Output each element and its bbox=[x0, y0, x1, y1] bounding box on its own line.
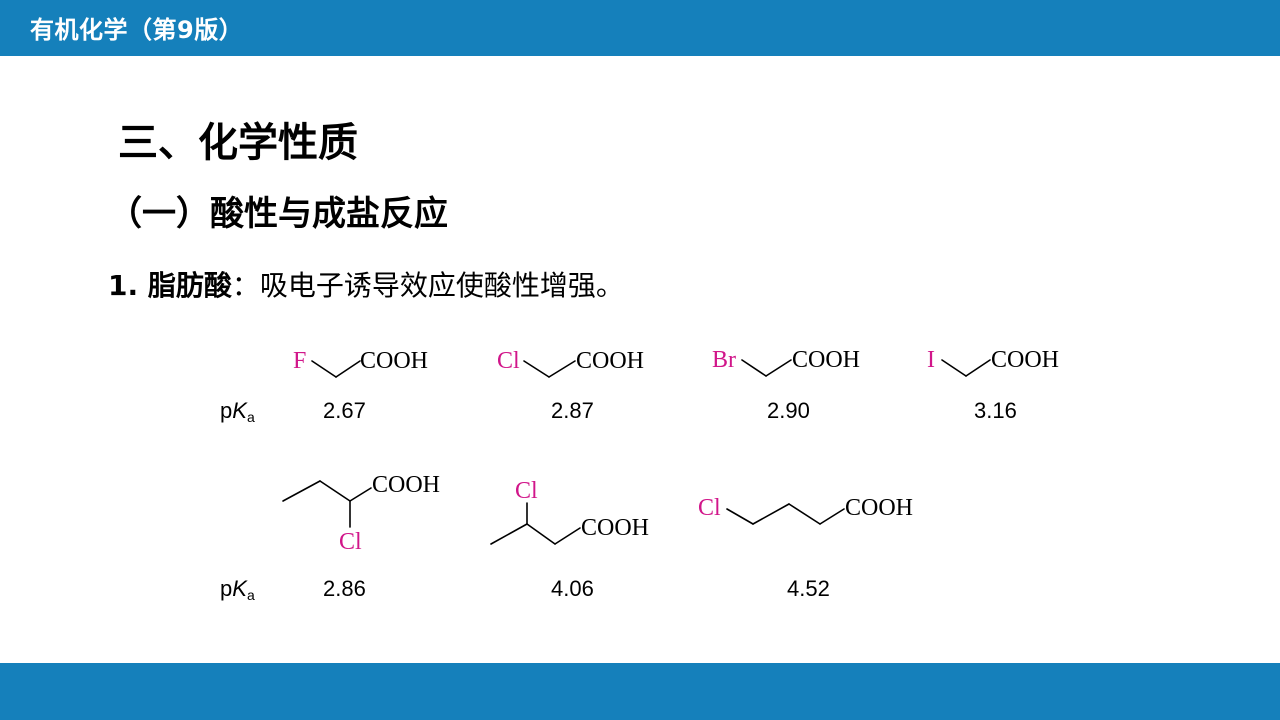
point-text: 1. 脂肪酸：吸电子诱导效应使酸性增强。 bbox=[108, 264, 624, 304]
carboxyl-label: COOH bbox=[581, 515, 649, 541]
carboxyl-label: COOH bbox=[991, 347, 1059, 373]
bromoacetic-acid-structure: Br COOH bbox=[712, 347, 860, 377]
carboxyl-label: COOH bbox=[792, 347, 860, 373]
2-chlorobutanoic-acid-structure: COOH Cl bbox=[282, 472, 440, 555]
pka-value: 3.16 bbox=[974, 398, 1017, 423]
halogen-label: Cl bbox=[698, 495, 721, 521]
halogen-label: Br bbox=[712, 347, 736, 373]
bond-line bbox=[526, 523, 556, 545]
bond-line bbox=[788, 503, 821, 525]
bond-line bbox=[765, 359, 792, 377]
bond-line bbox=[335, 360, 361, 378]
pka-value: 4.52 bbox=[787, 576, 830, 601]
bond-line bbox=[819, 508, 845, 525]
pka-value: 2.90 bbox=[767, 398, 810, 423]
chloroacetic-acid-structure: Cl COOH bbox=[497, 348, 644, 378]
carboxyl-label: COOH bbox=[360, 348, 428, 374]
halogen-label: I bbox=[927, 347, 935, 373]
pka-label-row2: pKa bbox=[220, 576, 255, 603]
pka-value: 2.67 bbox=[323, 398, 366, 423]
halogen-label: Cl bbox=[497, 348, 520, 374]
bond-line bbox=[311, 360, 337, 378]
section-subtitle: （一）酸性与成盐反应 bbox=[108, 194, 448, 234]
halogen-label: F bbox=[293, 348, 306, 374]
bond-line bbox=[941, 359, 967, 377]
halogen-label: Cl bbox=[515, 478, 538, 504]
bond-line bbox=[319, 480, 351, 502]
3-chlorobutanoic-acid-structure: Cl COOH bbox=[490, 478, 649, 545]
section-title: 三、化学性质 bbox=[118, 120, 358, 166]
bond-line bbox=[523, 360, 550, 378]
pka-value: 2.86 bbox=[323, 576, 366, 601]
bond-line bbox=[490, 523, 528, 545]
carboxyl-label: COOH bbox=[372, 472, 440, 498]
fluoroacetic-acid-structure: F COOH bbox=[293, 348, 428, 378]
bond-line bbox=[726, 508, 754, 525]
bond-line bbox=[741, 359, 767, 377]
pka-label-row1: pKa bbox=[220, 398, 255, 425]
point-label: 1. 脂肪酸 bbox=[108, 269, 232, 302]
halogen-label: Cl bbox=[339, 529, 362, 555]
bond-line bbox=[965, 359, 991, 377]
pka-value: 2.87 bbox=[551, 398, 594, 423]
bond-line bbox=[349, 487, 372, 502]
bond-line bbox=[752, 503, 790, 525]
bond-line bbox=[282, 480, 321, 502]
carboxyl-label: COOH bbox=[576, 348, 644, 374]
bond-line bbox=[548, 360, 576, 378]
header-bar bbox=[0, 0, 1280, 56]
4-chlorobutanoic-acid-structure: Cl COOH bbox=[698, 495, 913, 525]
point-description: ：吸电子诱导效应使酸性增强。 bbox=[231, 269, 624, 302]
pka-value: 4.06 bbox=[551, 576, 594, 601]
footer-bar bbox=[0, 663, 1280, 720]
carboxyl-label: COOH bbox=[845, 495, 913, 521]
bond-line bbox=[554, 527, 581, 545]
iodoacetic-acid-structure: I COOH bbox=[927, 347, 1059, 377]
header-title: 有机化学（第9版） bbox=[30, 16, 244, 44]
